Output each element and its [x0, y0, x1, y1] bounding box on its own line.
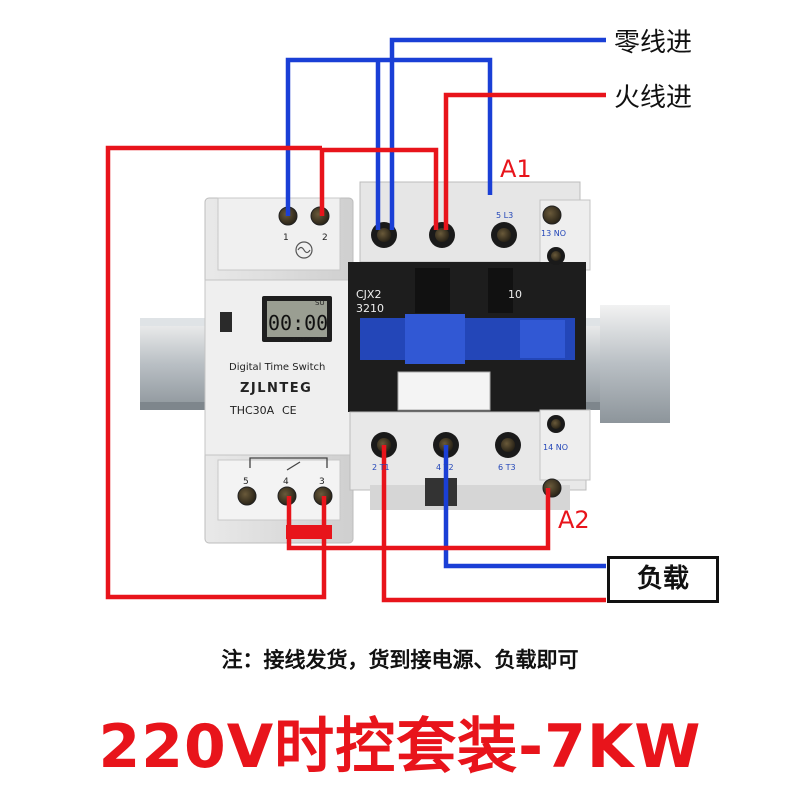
- contactor-terminal-t3: 6 T3: [498, 463, 516, 472]
- timer-bottom-terminals: [237, 457, 333, 539]
- timer-terminal-3: 3: [319, 477, 325, 487]
- live-in-label: 火线进: [614, 83, 693, 113]
- contactor-terminal-t1: 2 T1: [372, 463, 390, 472]
- contactor-aux-14: 14 NO: [543, 443, 568, 452]
- timer-terminal-2: 2: [322, 233, 328, 243]
- live-wire-timer: [319, 147, 439, 230]
- contactor-model-2: 3210: [356, 302, 384, 315]
- timer-terminal-5: 5: [243, 477, 249, 487]
- neutral-in-label: 零线进: [614, 28, 693, 58]
- live-wire-loop: [105, 145, 327, 600]
- shipping-note: 注：接线发货，货到接电源、负载即可: [221, 648, 579, 672]
- time-switch-device: [204, 197, 354, 544]
- live-wire-main: [443, 92, 606, 230]
- timer-brand: ZJLNTEG: [240, 381, 312, 396]
- load-box: 负载: [607, 556, 719, 603]
- contactor-terminal-l3: 5 L3: [496, 211, 513, 220]
- contactor-rating: 10: [508, 288, 522, 301]
- a1-label: A1: [500, 155, 532, 183]
- contactor-terminal-t2: 4 T2: [436, 463, 454, 472]
- contactor-model-1: CJX2: [356, 288, 381, 301]
- neutral-wire-main: [389, 37, 606, 230]
- neutral-wire-branch: [285, 57, 493, 216]
- timer-terminal-4: 4: [283, 477, 289, 487]
- a2-label: A2: [558, 506, 590, 534]
- timer-model: THC30A: [229, 404, 275, 417]
- timer-su-label: SU: [315, 299, 325, 307]
- neutral-wire-to-load: [443, 445, 606, 569]
- timer-ce: CE: [282, 404, 297, 417]
- timer-auto-off: AUTO OFF: [292, 336, 325, 344]
- contactor-device: [348, 181, 591, 510]
- product-title: 220V时控套装-7KW: [98, 712, 702, 782]
- live-wire-a2: [286, 488, 551, 551]
- live-wire-to-load: [381, 445, 606, 603]
- contactor-aux-13: 13 NO: [541, 229, 566, 238]
- timer-name: Digital Time Switch: [229, 362, 325, 373]
- timer-terminal-1: 1: [283, 233, 289, 243]
- timer-display: 00:00: [268, 311, 328, 335]
